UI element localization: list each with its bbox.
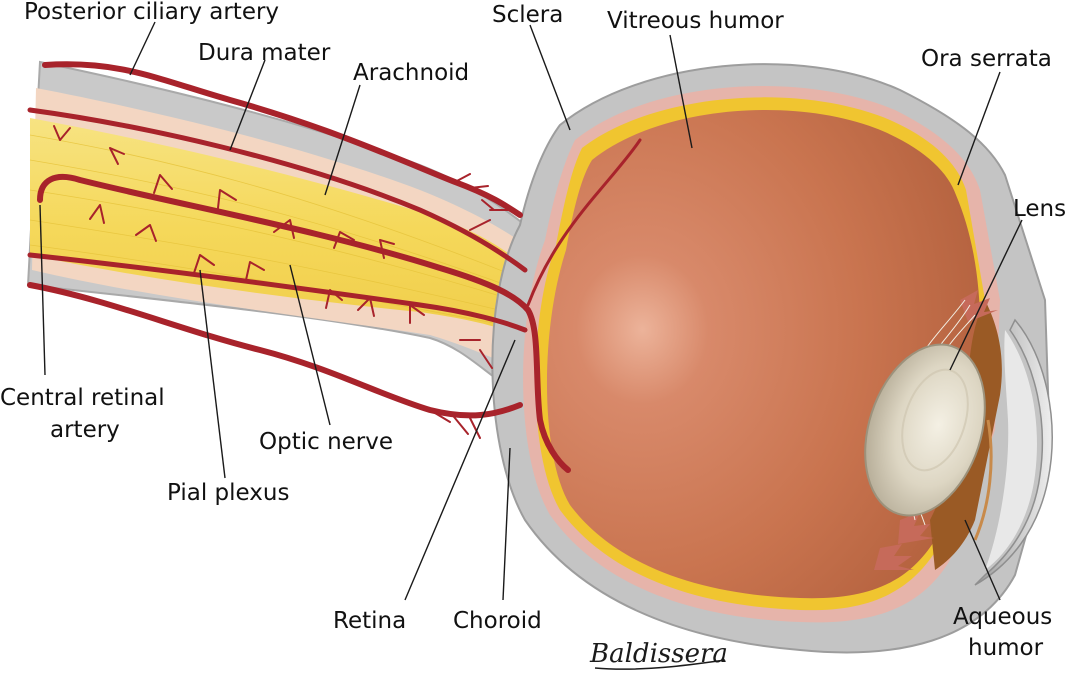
nerve-fibers (29, 134, 521, 329)
ciliary-body (874, 290, 998, 570)
cornea (974, 318, 1053, 586)
label-choroid: Choroid (453, 608, 542, 634)
eyeball (491, 63, 1053, 654)
label-sclera: Sclera (492, 2, 563, 28)
label-aqueous-humor-line1: Aqueous (953, 604, 1052, 630)
label-central-retinal-artery-line1: Central retinal (0, 385, 165, 411)
signature-underline (594, 659, 726, 670)
leader-lines (39, 21, 1023, 601)
label-arachnoid: Arachnoid (353, 60, 469, 86)
label-ora-serrata: Ora serrata (921, 46, 1052, 72)
label-dura-mater: Dura mater (198, 40, 331, 66)
label-central-retinal-artery-line2: artery (50, 417, 120, 443)
label-optic-nerve: Optic nerve (259, 429, 393, 455)
label-pial-plexus: Pial plexus (167, 480, 289, 506)
pial-plexus-branches (53, 125, 425, 324)
label-vitreous-humor: Vitreous humor (607, 8, 784, 34)
blood-vessels (27, 61, 642, 473)
pial-vessel-lower (27, 252, 528, 333)
posterior-ciliary-artery-upper (42, 61, 523, 218)
label-aqueous-humor-line2: humor (968, 635, 1044, 661)
artist-signature: Baldissera (589, 639, 728, 669)
lens-body (864, 343, 986, 517)
label-retina: Retina (333, 608, 406, 634)
label-posterior-ciliary-artery: Posterior ciliary artery (24, 0, 279, 25)
central-retinal-artery (37, 173, 571, 473)
pial-vessel-upper (27, 107, 528, 273)
label-lens: Lens (1013, 196, 1066, 222)
labels: Posterior ciliary artery Dura mater Arac… (0, 0, 1066, 661)
anterior-chamber (985, 330, 1037, 570)
